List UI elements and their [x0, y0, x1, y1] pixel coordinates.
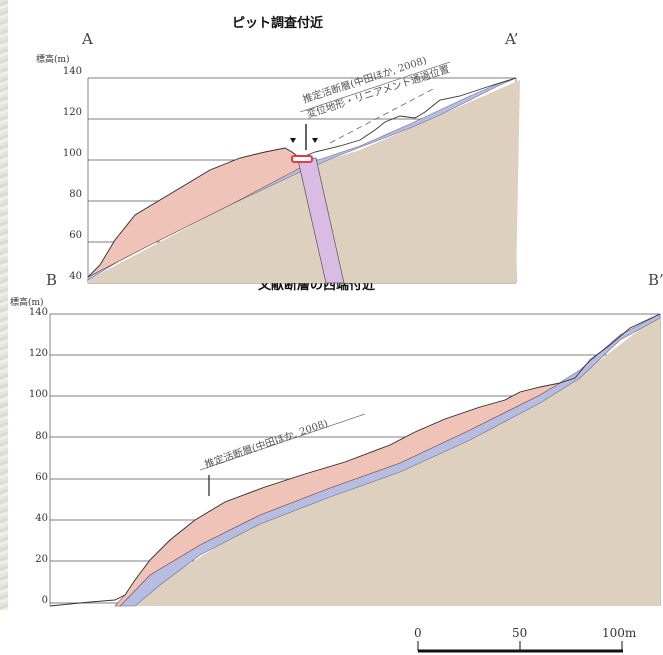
section-b-annotation: 推定活断層(中田ほか, 2008) — [203, 416, 330, 471]
section-a-title: ピット調査付近 — [232, 16, 324, 31]
annotation-leader-line — [299, 61, 451, 113]
section-a-y-tick: 120 — [62, 107, 82, 118]
section-a-y-axis-label: 標高(m) — [36, 55, 70, 65]
pit-trench-marker — [291, 155, 313, 163]
section-a-y-tick: 140 — [62, 66, 82, 77]
scale-bar — [417, 641, 623, 653]
map-edge-strip — [0, 0, 8, 610]
section-a-y-tick: 40 — [69, 271, 82, 282]
section-b-ground-surface — [49, 313, 661, 607]
section-a-profile: 推定活断層(中田ほか, 2008) 変位地形・リニアメント通過位置 — [87, 53, 520, 284]
section-b-y-tick: 100 — [28, 389, 48, 400]
section-b-y-tick: 20 — [35, 554, 48, 565]
scale-bar-label-100m: 100m — [602, 626, 637, 640]
section-b-y-tick: 40 — [35, 513, 48, 524]
section-b-y-axis-label: 標高(m) — [10, 298, 44, 308]
scale-bar-label-50: 50 — [512, 626, 528, 640]
section-b-y-tick: 80 — [35, 431, 48, 442]
scale-bar-label-0: 0 — [414, 626, 422, 640]
section-b-profile: 推定活断層(中田ほか, 2008) — [49, 313, 661, 607]
section-b-left-label: B — [46, 271, 58, 289]
section-a-right-label: A’ — [505, 30, 519, 48]
section-b-right-label: B’ — [648, 271, 663, 289]
section-a-y-tick: 100 — [62, 148, 82, 159]
section-b-y-tick: 0 — [41, 595, 48, 606]
section-b-y-tick: 140 — [28, 307, 48, 318]
section-a-left-label: A — [82, 30, 93, 48]
section-b-y-tick: 60 — [35, 472, 48, 483]
section-a-y-tick: 60 — [69, 230, 82, 241]
left-arrow-marker — [290, 138, 296, 143]
right-arrow-marker — [312, 138, 318, 143]
section-b-annotation-leader-line — [199, 413, 366, 471]
section-b-bedrock — [50, 314, 660, 606]
section-b-y-tick: 120 — [28, 348, 48, 359]
section-a-y-tick: 80 — [69, 189, 82, 200]
